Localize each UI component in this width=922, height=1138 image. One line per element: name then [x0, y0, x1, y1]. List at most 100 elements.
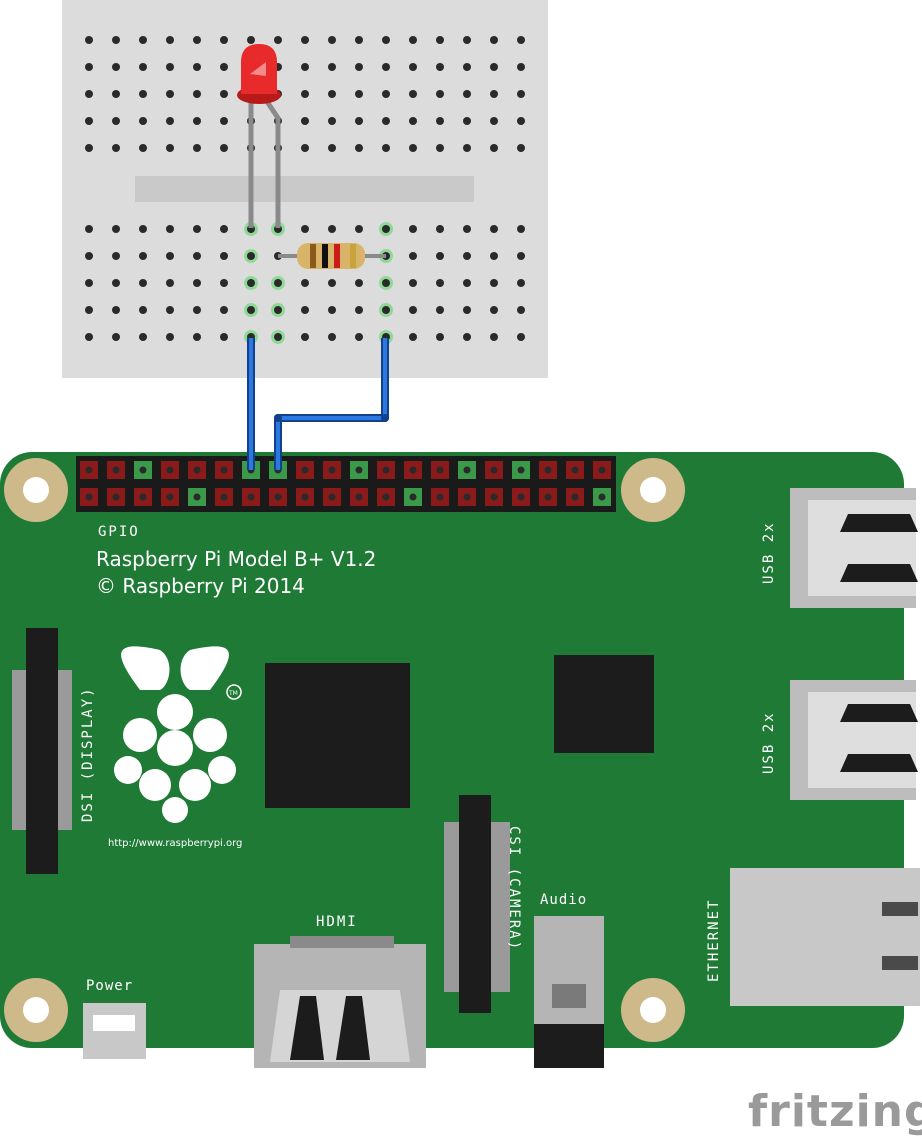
breadboard-hole [355, 36, 363, 44]
gpio-pin-hole [463, 466, 471, 474]
breadboard-hole [85, 279, 93, 287]
breadboard-hole [328, 144, 336, 152]
led-highlight [250, 62, 266, 76]
mounting-hole [621, 458, 685, 522]
breadboard-hole [517, 279, 525, 287]
gpio-pin-hole [463, 493, 471, 501]
breadboard-hole [517, 144, 525, 152]
breadboard-hole [85, 90, 93, 98]
breadboard-hole [193, 279, 201, 287]
gpio-pin-hole [139, 493, 147, 501]
gpio-pin-hole [490, 493, 498, 501]
breadboard-hole [409, 225, 417, 233]
breadboard-hole [409, 333, 417, 341]
gpio-pin-hole [517, 493, 525, 501]
breadboard-hole [193, 90, 201, 98]
soc-chip [265, 663, 410, 808]
breadboard-hole [382, 36, 390, 44]
breadboard-hole [382, 90, 390, 98]
breadboard-hole [301, 36, 309, 44]
breadboard-hole [463, 252, 471, 260]
breadboard-hole [436, 252, 444, 260]
breadboard-hole [112, 117, 120, 125]
gpio-pin-hole [436, 493, 444, 501]
breadboard-hole [355, 63, 363, 71]
gpio-label: GPIO [98, 524, 140, 540]
breadboard-hole [274, 306, 282, 314]
gpio-pin-hole [328, 493, 336, 501]
wire-bend-point [274, 414, 282, 422]
model-label: Raspberry Pi Model B+ V1.2 [96, 547, 376, 571]
breadboard-hole [436, 90, 444, 98]
led-lead-anode [263, 98, 281, 228]
breadboard-hole [436, 333, 444, 341]
breadboard-hole [355, 225, 363, 233]
breadboard-hole [166, 36, 174, 44]
breadboard-hole [409, 117, 417, 125]
gpio-pin-hole [409, 493, 417, 501]
breadboard-hole [193, 144, 201, 152]
breadboard-hole [490, 252, 498, 260]
breadboard-hole [112, 333, 120, 341]
mounting-hole [4, 458, 68, 522]
gpio-pin-hole [409, 466, 417, 474]
power-label: Power [86, 978, 133, 994]
breadboard-hole [112, 225, 120, 233]
breadboard-hole [382, 225, 390, 233]
jumper-wires [247, 338, 389, 470]
breadboard-hole [193, 333, 201, 341]
mounting-hole [4, 978, 68, 1042]
resistor-band [334, 244, 340, 268]
breadboard-hole [139, 63, 147, 71]
breadboard-hole [409, 144, 417, 152]
resistor-band [350, 244, 356, 268]
hdmi-port [254, 936, 426, 1068]
breadboard-hole [193, 117, 201, 125]
breadboard-hole [463, 36, 471, 44]
breadboard-hole [220, 252, 228, 260]
breadboard-hole [382, 63, 390, 71]
breadboard-hole [517, 225, 525, 233]
breadboard-hole [193, 306, 201, 314]
breadboard-hole [355, 90, 363, 98]
audio-jack [534, 916, 604, 1068]
breadboard-hole [301, 279, 309, 287]
url-label: http://www.raspberrypi.org [108, 838, 242, 849]
breadboard-hole [301, 333, 309, 341]
breadboard-hole [517, 63, 525, 71]
breadboard-hole [517, 117, 525, 125]
fritzing-watermark: fritzing [748, 1086, 922, 1137]
breadboard-hole [247, 279, 255, 287]
breadboard-hole [382, 117, 390, 125]
breadboard-hole [166, 306, 174, 314]
breadboard-hole [220, 306, 228, 314]
usb-port-1 [790, 488, 918, 608]
breadboard-hole [463, 144, 471, 152]
breadboard-hole [274, 279, 282, 287]
breadboard-hole [166, 63, 174, 71]
breadboard-hole [85, 63, 93, 71]
breadboard-hole [490, 144, 498, 152]
mounting-hole [621, 978, 685, 1042]
gpio-pin-hole [112, 493, 120, 501]
gpio-pin-hole [571, 466, 579, 474]
breadboard-hole [463, 225, 471, 233]
breadboard-hole [328, 225, 336, 233]
breadboard-hole [220, 36, 228, 44]
gpio-pin-hole [382, 493, 390, 501]
gpio-pin-hole [436, 466, 444, 474]
breadboard-hole [490, 63, 498, 71]
breadboard-hole [220, 63, 228, 71]
breadboard [62, 0, 548, 378]
breadboard-hole [328, 279, 336, 287]
breadboard-hole [436, 117, 444, 125]
breadboard-hole [139, 279, 147, 287]
breadboard-hole [247, 306, 255, 314]
breadboard-hole [328, 90, 336, 98]
audio-label: Audio [540, 892, 587, 908]
breadboard-hole [436, 36, 444, 44]
usb-label-2: USB 2x [761, 711, 777, 774]
gpio-pin-hole [274, 493, 282, 501]
gpio-pin-hole [301, 493, 309, 501]
gpio-pin-hole [166, 466, 174, 474]
